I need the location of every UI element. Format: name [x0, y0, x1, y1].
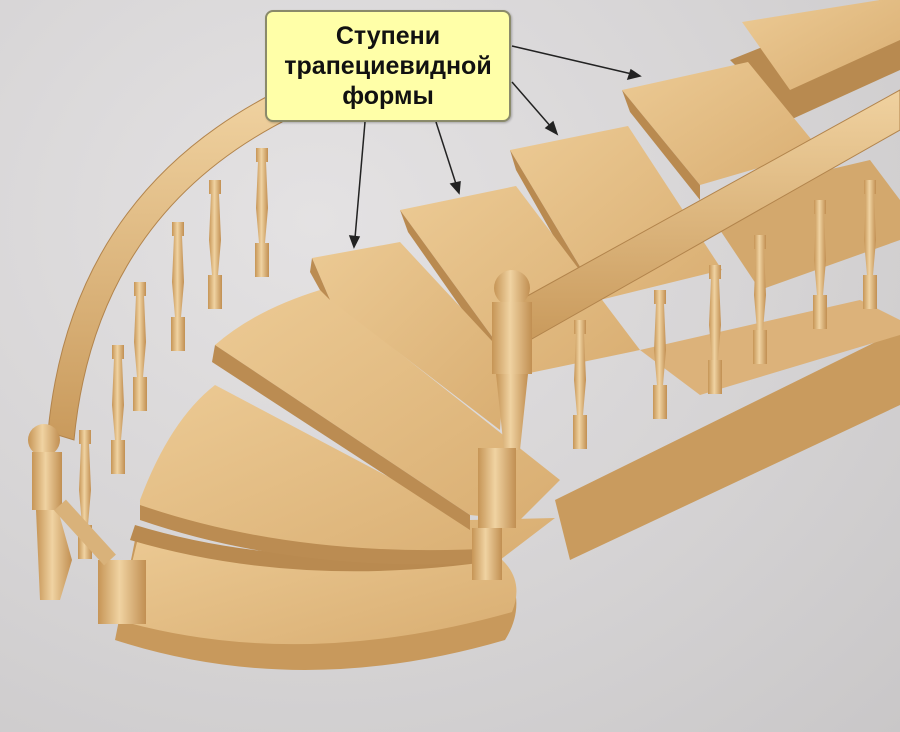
winder-steps: [115, 242, 560, 670]
callout-line-3: формы: [342, 82, 434, 110]
tread-upper-5: [622, 62, 820, 185]
right-newel-post: [472, 270, 532, 580]
winder-step-4: [312, 242, 505, 430]
winder-step-3: [215, 290, 560, 520]
curved-handrail: [47, 94, 283, 441]
callout-arrows: [348, 45, 642, 249]
callout-line-1: Ступени: [335, 22, 441, 50]
tread-upper-6: [742, 0, 900, 90]
left-newel-post: [28, 424, 146, 624]
callout-line-2: трапециевидной: [284, 52, 492, 80]
callout-label-box: Ступени трапециевидной формы: [265, 10, 511, 122]
